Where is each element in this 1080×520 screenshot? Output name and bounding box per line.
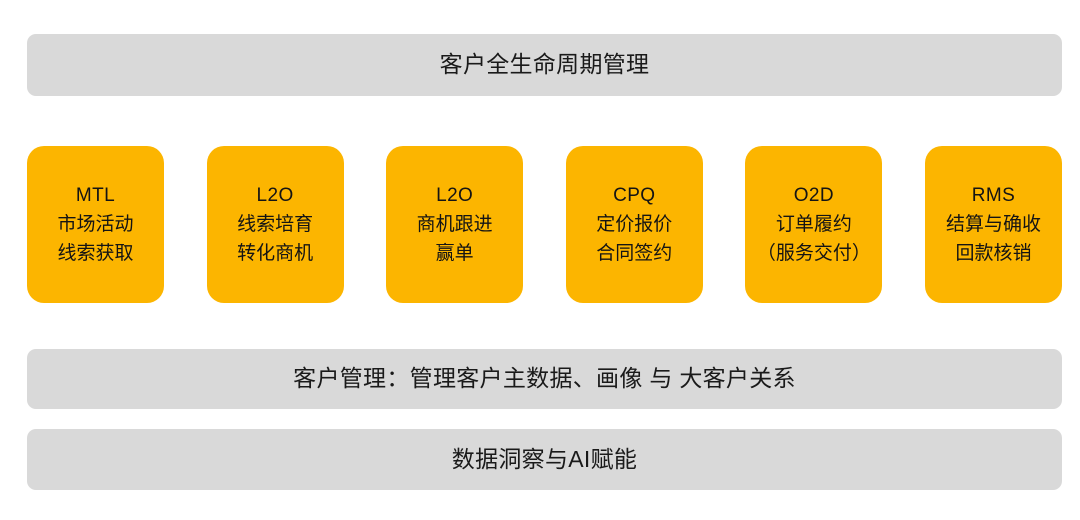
stage-detail-line-1: 线索培育 bbox=[237, 214, 314, 235]
stage-detail-line-2: （服务交付） bbox=[756, 243, 871, 264]
stage-card-rms[interactable]: RMS 结算与确收 回款核销 bbox=[924, 146, 1062, 303]
stage-card-l2o-lead[interactable]: L2O 线索培育 转化商机 bbox=[206, 146, 344, 303]
lifecycle-title-label: 客户全生命周期管理 bbox=[439, 51, 650, 78]
stage-detail-line-1: 订单履约 bbox=[775, 214, 852, 235]
stage-card-o2d[interactable]: O2D 订单履约 （服务交付） bbox=[745, 146, 883, 303]
lifecycle-title-band: 客户全生命周期管理 bbox=[27, 34, 1062, 96]
stage-code-label: CPQ bbox=[613, 185, 656, 206]
stage-code-label: RMS bbox=[971, 185, 1016, 206]
customer-management-band: 客户管理：管理客户主数据、画像 与 大客户关系 bbox=[27, 349, 1062, 409]
stage-card-l2o-opportunity[interactable]: L2O 商机跟进 赢单 bbox=[386, 146, 524, 303]
stage-detail-line-2: 转化商机 bbox=[237, 243, 314, 264]
stage-code-label: L2O bbox=[256, 185, 294, 206]
stage-detail-line-2: 赢单 bbox=[435, 243, 474, 264]
data-insight-ai-label: 数据洞察与AI赋能 bbox=[451, 445, 638, 472]
stage-detail-line-2: 线索获取 bbox=[57, 243, 134, 264]
stage-detail-line-1: 市场活动 bbox=[57, 214, 134, 235]
stage-detail-line-1: 结算与确收 bbox=[945, 214, 1041, 235]
stage-code-label: MTL bbox=[75, 185, 116, 206]
data-insight-ai-band: 数据洞察与AI赋能 bbox=[27, 429, 1062, 490]
stage-code-label: O2D bbox=[793, 185, 835, 206]
customer-management-label: 客户管理：管理客户主数据、画像 与 大客户关系 bbox=[293, 365, 796, 392]
stage-code-label: L2O bbox=[436, 185, 474, 206]
stage-card-mtl[interactable]: MTL 市场活动 线索获取 bbox=[27, 146, 164, 303]
stage-detail-line-1: 商机跟进 bbox=[416, 214, 493, 235]
stage-card-row: MTL 市场活动 线索获取 L2O 线索培育 转化商机 L2O 商机跟进 赢单 … bbox=[27, 146, 1062, 303]
stage-card-cpq[interactable]: CPQ 定价报价 合同签约 bbox=[565, 146, 703, 303]
stage-detail-line-1: 定价报价 bbox=[596, 214, 673, 235]
stage-detail-line-2: 回款核销 bbox=[955, 243, 1032, 264]
stage-detail-line-2: 合同签约 bbox=[596, 243, 673, 264]
